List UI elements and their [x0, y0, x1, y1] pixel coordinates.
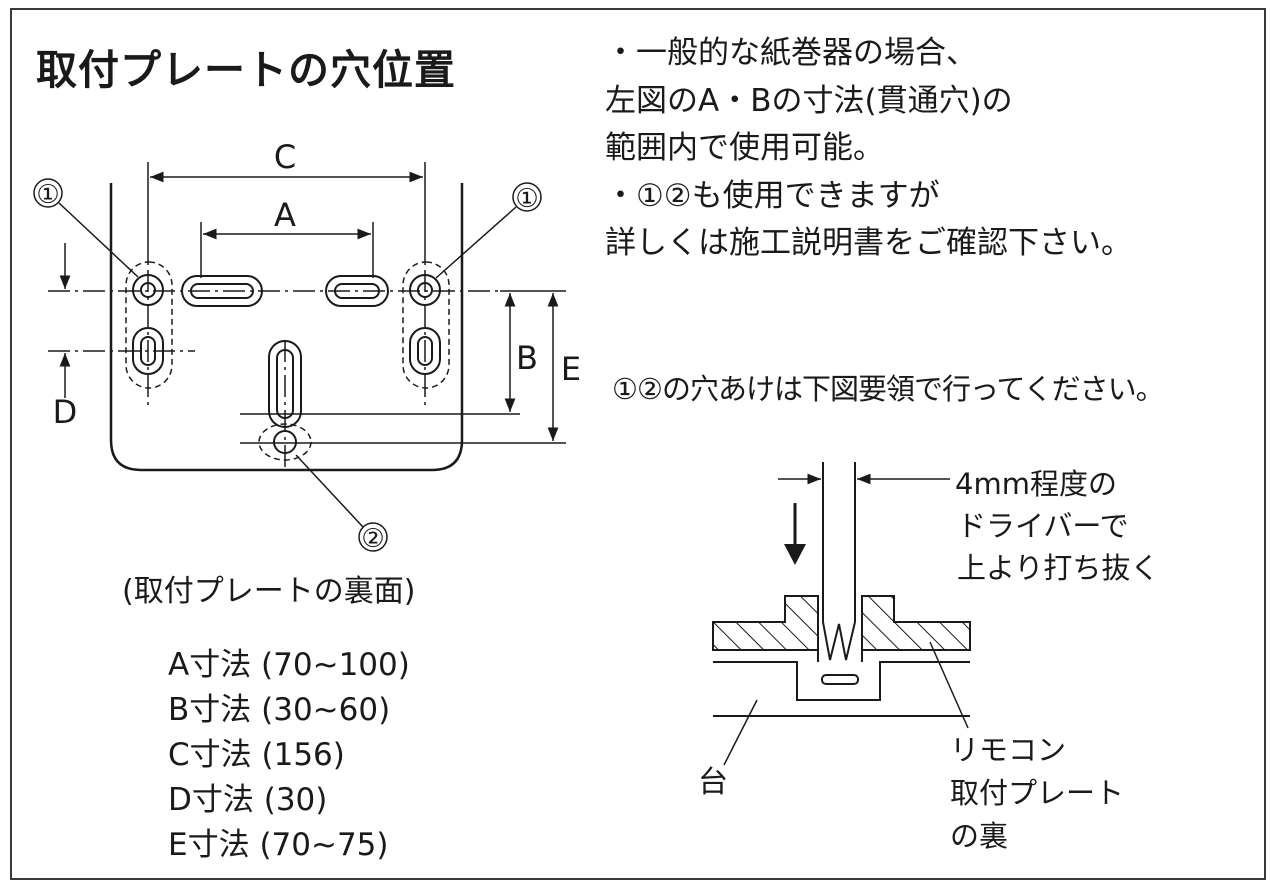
callout-1-left-label: ①	[36, 180, 59, 210]
dimension-item: A寸法 (70~100)	[168, 647, 410, 683]
slot-a	[181, 275, 389, 307]
dimension-c-label: C	[274, 138, 296, 176]
callout-1-right	[435, 182, 542, 279]
dimension-list: A寸法 (70~100) B寸法 (30~60) C寸法 (156) D寸法 (…	[168, 643, 410, 868]
dimension-b-label: B	[516, 339, 538, 377]
slot-b	[268, 340, 302, 428]
note-line: ・①②も使用できますが	[605, 177, 940, 214]
plate-caption: (取付プレートの裏面)	[122, 574, 416, 609]
note-line: 範囲内で使用可能。	[605, 130, 884, 166]
driver-label-line: 4mm程度の	[955, 467, 1117, 501]
plate-label-line: の裏	[950, 819, 1008, 853]
dimension-item: B寸法 (30~60)	[168, 692, 391, 728]
diagram-frame	[10, 8, 1266, 880]
center-lines	[48, 270, 500, 470]
dimension-item: E寸法 (70~75)	[168, 827, 389, 863]
dimension-a-label: A	[274, 196, 296, 234]
dimension-d-label: D	[53, 393, 78, 431]
dimension-e-label: E	[561, 350, 581, 388]
driver-label-line: ドライバーで	[957, 509, 1129, 543]
note-line: 左図のA・Bの寸法(貫通穴)の	[605, 82, 1013, 119]
plate-label-line: リモコン	[950, 733, 1066, 767]
note-line: 詳しくは施工説明書をご確認下さい。	[605, 225, 1132, 261]
base-label: 台	[698, 765, 728, 800]
plate-label-line: 取付プレート	[950, 776, 1124, 810]
note-line: ・一般的な紙巻器の場合、	[605, 35, 977, 71]
dimension-item: C寸法 (156)	[168, 737, 345, 773]
callout-1-right-label: ①	[515, 184, 538, 214]
dimension-a	[200, 222, 374, 278]
section-drawing	[712, 462, 971, 766]
dimension-c	[147, 162, 426, 265]
usage-notes: ・一般的な紙巻器の場合、 左図のA・Bの寸法(貫通穴)の 範囲内で使用可能。 ・…	[605, 30, 1132, 268]
plate-outline	[109, 183, 464, 472]
dimension-item: D寸法 (30)	[168, 782, 328, 818]
callout-2-label: ②	[361, 524, 384, 554]
drill-instruction: ①②の穴あけは下図要領で行ってください。	[612, 372, 1165, 406]
driver-label-line: 上より打ち抜く	[957, 551, 1159, 585]
callout-2	[295, 454, 388, 552]
dimension-extension-lines	[240, 290, 566, 444]
page-title: 取付プレートの穴位置	[36, 46, 456, 94]
mounting-plate	[109, 183, 464, 472]
hole-1-right	[402, 261, 450, 389]
hole-1-left	[125, 261, 173, 389]
hole-2	[258, 423, 312, 461]
callout-1-left	[33, 178, 139, 278]
